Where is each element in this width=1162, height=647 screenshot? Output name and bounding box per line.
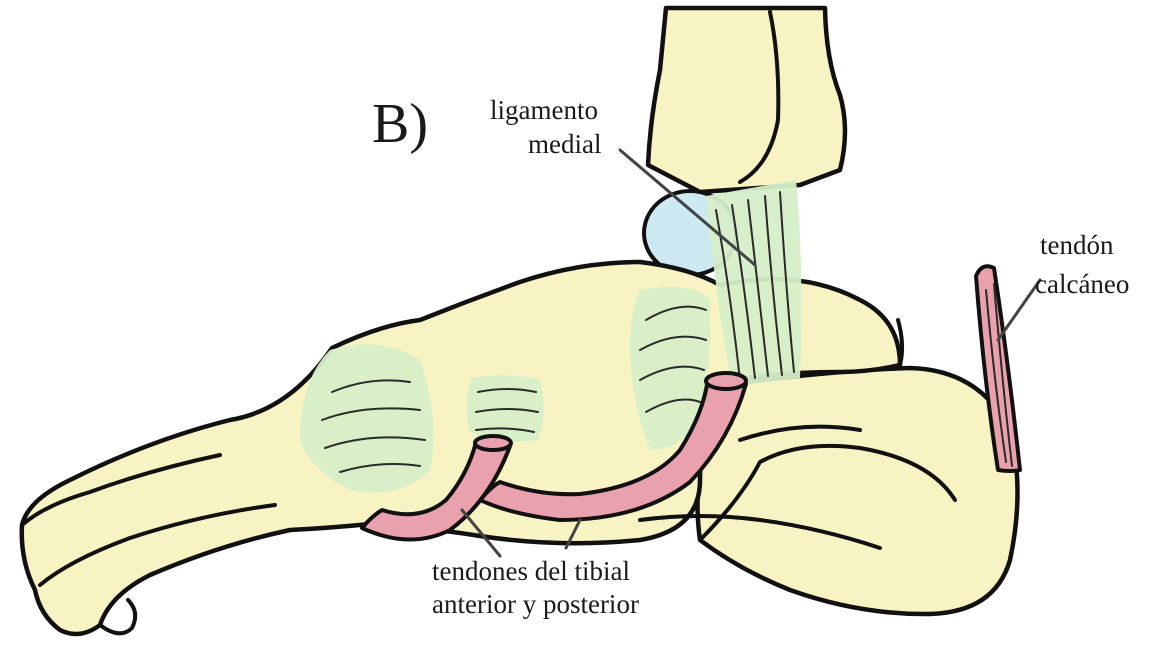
tendon-label-line2: calcáneo	[1035, 271, 1129, 298]
calcaneus-bone	[698, 368, 1018, 614]
tendon-leader-line	[998, 280, 1040, 340]
tibia-bone	[648, 8, 845, 192]
tibialis-posterior-end	[706, 373, 746, 389]
tendon-label-line1: tendón	[1040, 232, 1114, 259]
tibial-label-line2: anterior y posterior	[432, 591, 639, 618]
ligament-label-line2: medial	[528, 131, 601, 158]
ligament-label-line1: ligamento	[490, 97, 598, 124]
tibialis-anterior-end	[475, 436, 511, 450]
tibial-label-line1: tendones del tibial	[432, 558, 630, 585]
panel-label: B)	[372, 96, 428, 152]
